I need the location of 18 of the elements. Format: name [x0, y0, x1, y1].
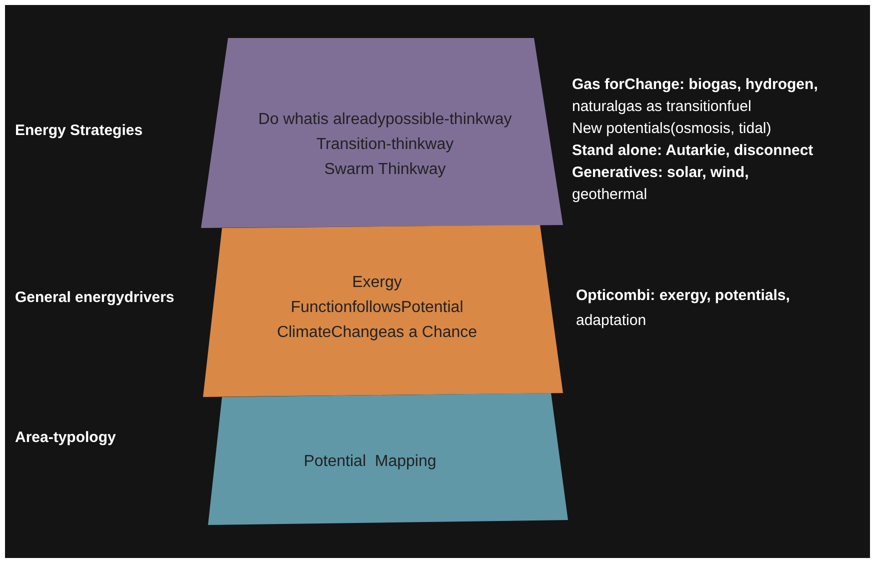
note-text: Gas forChange: biogas, hydrogen, naturalgas as transitionfuel [572, 75, 819, 117]
note-text: General energydrivers [15, 288, 176, 308]
layer-text: Potential Mapping [304, 452, 436, 472]
layer-text: Swarm Thinkway [324, 160, 446, 180]
note-text: Opticombi: exergy, potentials, adaptation [576, 286, 791, 331]
layer-trapezoid [208, 393, 568, 525]
note-text: New potentials(osmosis, tidal) [572, 119, 772, 139]
layer-text: Transition-thinkway [316, 135, 454, 155]
note-text: Area-typology [15, 428, 117, 448]
layer-trapezoid [203, 225, 563, 397]
note-text: Energy Strategies [15, 121, 144, 141]
layer-text: FunctionfollowsPotential [290, 298, 464, 318]
note-text: Generatives: solar, wind, geothermal [572, 163, 750, 205]
layer-text: Exergy [352, 273, 402, 293]
layer-text: ClimateChangeas a Chance [276, 323, 478, 343]
note-text: Stand alone: Autarkie, disconnect [572, 141, 814, 161]
layer-text: Do whatis alreadypossible-thinkway [258, 110, 512, 130]
layer-trapezoid [201, 38, 563, 228]
